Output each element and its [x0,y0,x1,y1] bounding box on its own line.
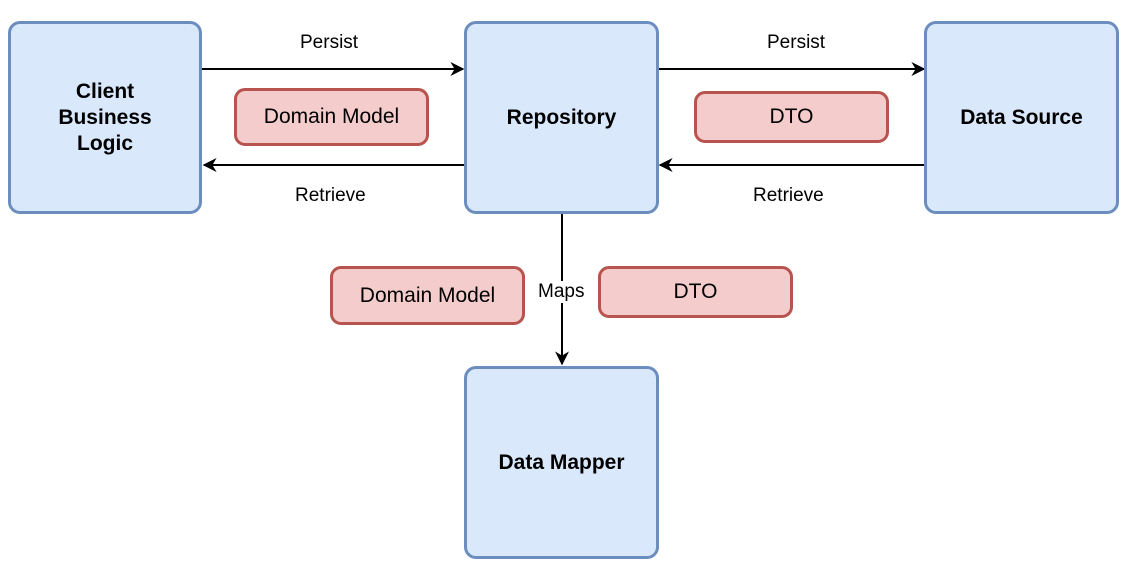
payload-domain-model-bottom: Domain Model [330,266,525,325]
payload-dto-bottom: DTO [598,266,793,318]
data-mapper-node: Data Mapper [464,366,659,559]
data-source-label: Data Source [960,105,1083,129]
client-business-logic-node: Client Business Logic [8,21,202,214]
data-source-node: Data Source [924,21,1119,214]
edge-label-persist-left: Persist [300,32,359,54]
payload-domain-model-top-label: Domain Model [263,105,400,128]
edge-label-retrieve-right: Retrieve [753,185,824,207]
edge-label-retrieve-left: Retrieve [295,185,366,207]
data-mapper-label: Data Mapper [498,450,625,474]
edge-label-maps: Maps [536,281,587,303]
payload-dto-top-label: DTO [769,105,814,128]
payload-dto-bottom-label: DTO [673,280,718,303]
repository-node: Repository [464,21,659,214]
payload-domain-model-top: Domain Model [234,88,429,146]
edge-label-persist-right: Persist [767,32,826,54]
payload-domain-model-bottom-label: Domain Model [359,283,496,307]
payload-dto-top: DTO [694,91,889,143]
client-business-logic-label: Client Business Logic [58,79,152,155]
repository-label: Repository [506,105,617,129]
